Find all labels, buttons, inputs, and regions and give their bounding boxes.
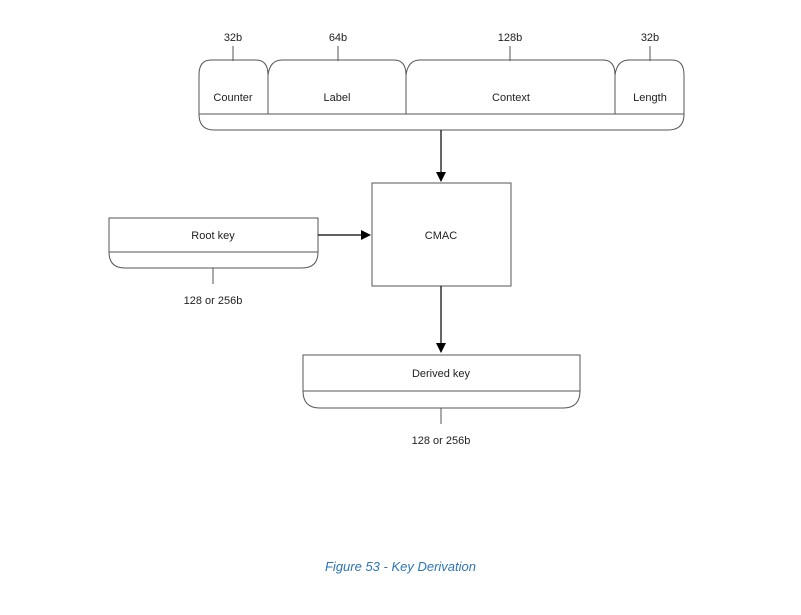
- derived-key-label: Derived key: [412, 368, 471, 380]
- bit-label-counter: 32b: [224, 32, 242, 44]
- field-context: Context: [492, 92, 530, 104]
- input-block: [198, 46, 685, 131]
- root-key-label: Root key: [191, 230, 235, 242]
- derived-key-size-label: 128 or 256b: [412, 435, 471, 447]
- bit-label-length: 32b: [641, 32, 659, 44]
- root-key-size-label: 128 or 256b: [184, 295, 243, 307]
- root-key-box: [108, 217, 319, 284]
- figure-caption: Figure 53 - Key Derivation: [324, 559, 476, 574]
- field-label: Label: [324, 92, 351, 104]
- input-block-outline: [198, 59, 685, 131]
- bit-label-label: 64b: [329, 32, 347, 44]
- cmac-label: CMAC: [425, 230, 457, 242]
- field-counter: Counter: [213, 92, 252, 104]
- derived-key-box: [302, 354, 581, 424]
- bit-label-context: 128b: [498, 32, 522, 44]
- field-length: Length: [633, 92, 667, 104]
